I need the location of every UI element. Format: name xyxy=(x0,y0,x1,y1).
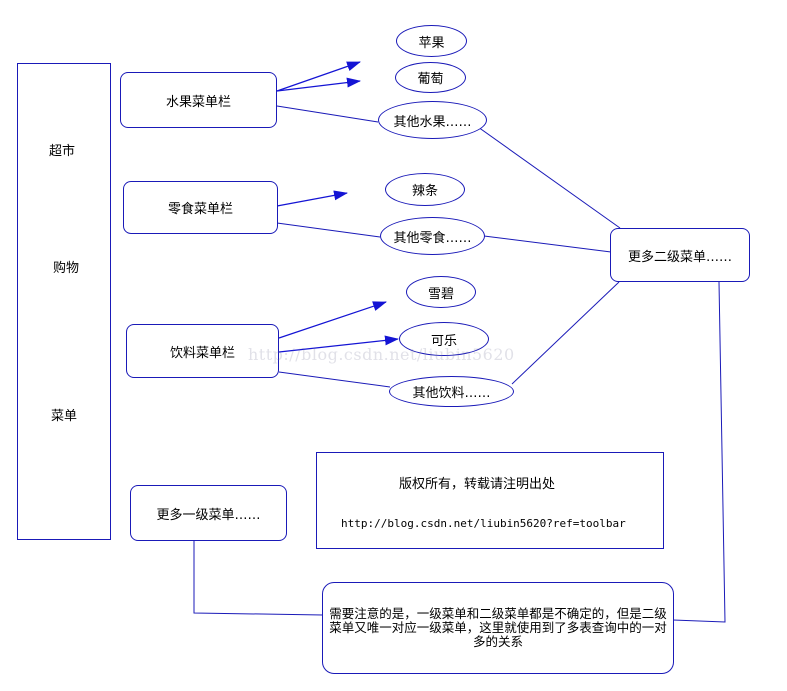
note-box: 需要注意的是，一级菜单和二级菜单都是不确定的，但是二级菜单又唯一对应一级菜单，这… xyxy=(322,582,674,674)
level2-grape: 葡萄 xyxy=(395,62,466,93)
level2-apple: 苹果 xyxy=(396,25,467,57)
level1-drink-label: 饮料菜单栏 xyxy=(169,345,235,361)
arrow-drink-cola xyxy=(278,335,399,353)
copyright-title: 版权所有，转载请注明出处 xyxy=(399,477,556,492)
level2-sprite-label: 雪碧 xyxy=(427,286,454,302)
copyright-box: 版权所有，转载请注明出处 http://blog.csdn.net/liubin… xyxy=(316,452,664,549)
level1-snack-label: 零食菜单栏 xyxy=(167,202,233,217)
level2-spicy: 辣条 xyxy=(385,173,465,206)
level2-more: 更多二级菜单…… xyxy=(610,228,750,282)
arrow-snack-spicy xyxy=(276,190,348,207)
line-otherdrink-more xyxy=(511,281,620,385)
level2-cola-label: 可乐 xyxy=(430,333,457,349)
root-line-3: 菜单 xyxy=(51,409,78,424)
level2-grape-label: 葡萄 xyxy=(417,72,444,87)
arrow-fruit-grape xyxy=(276,77,361,92)
line-drink-other xyxy=(278,371,391,388)
root-line-1: 超市 xyxy=(49,144,76,159)
line-othersnack-more xyxy=(483,235,612,253)
line-snack-other xyxy=(276,222,381,238)
level2-other-drink: 其他饮料…… xyxy=(389,376,514,407)
level2-other-fruit-label: 其他水果…… xyxy=(393,114,472,130)
arrow-drink-sprite xyxy=(278,301,387,339)
level1-fruit-label: 水果菜单栏 xyxy=(165,94,231,110)
root-line-2: 购物 xyxy=(53,261,80,276)
line-more1-note xyxy=(193,540,324,616)
level2-more-label: 更多二级菜单…… xyxy=(627,249,732,265)
level2-other-snack: 其他零食…… xyxy=(380,217,485,255)
level2-spicy-label: 辣条 xyxy=(411,184,438,199)
note-text: 需要注意的是，一级菜单和二级菜单都是不确定的，但是二级菜单又唯一对应一级菜单，这… xyxy=(329,606,667,649)
level1-fruit: 水果菜单栏 xyxy=(120,72,277,128)
level2-other-drink-label: 其他饮料…… xyxy=(412,386,491,401)
level1-more-label: 更多一级菜单…… xyxy=(156,507,261,523)
line-more2-note xyxy=(672,281,726,623)
level2-apple-label: 苹果 xyxy=(418,35,445,51)
level1-drink: 饮料菜单栏 xyxy=(126,324,279,378)
level2-other-fruit: 其他水果…… xyxy=(378,101,487,139)
copyright-url: http://blog.csdn.net/liubin5620?ref=tool… xyxy=(341,517,626,530)
level1-snack: 零食菜单栏 xyxy=(123,181,278,234)
root-menu-box: 超市 购物 菜单 xyxy=(17,63,111,540)
level2-cola: 可乐 xyxy=(399,322,489,356)
line-otherfruit-more xyxy=(477,126,621,229)
level2-other-snack-label: 其他零食…… xyxy=(393,230,472,246)
level1-more: 更多一级菜单…… xyxy=(130,485,287,541)
arrow-fruit-apple xyxy=(276,61,361,92)
line-fruit-other xyxy=(276,105,379,123)
level2-sprite: 雪碧 xyxy=(406,276,476,308)
watermark: http://blog.csdn.net/liubin5620 xyxy=(248,345,515,364)
